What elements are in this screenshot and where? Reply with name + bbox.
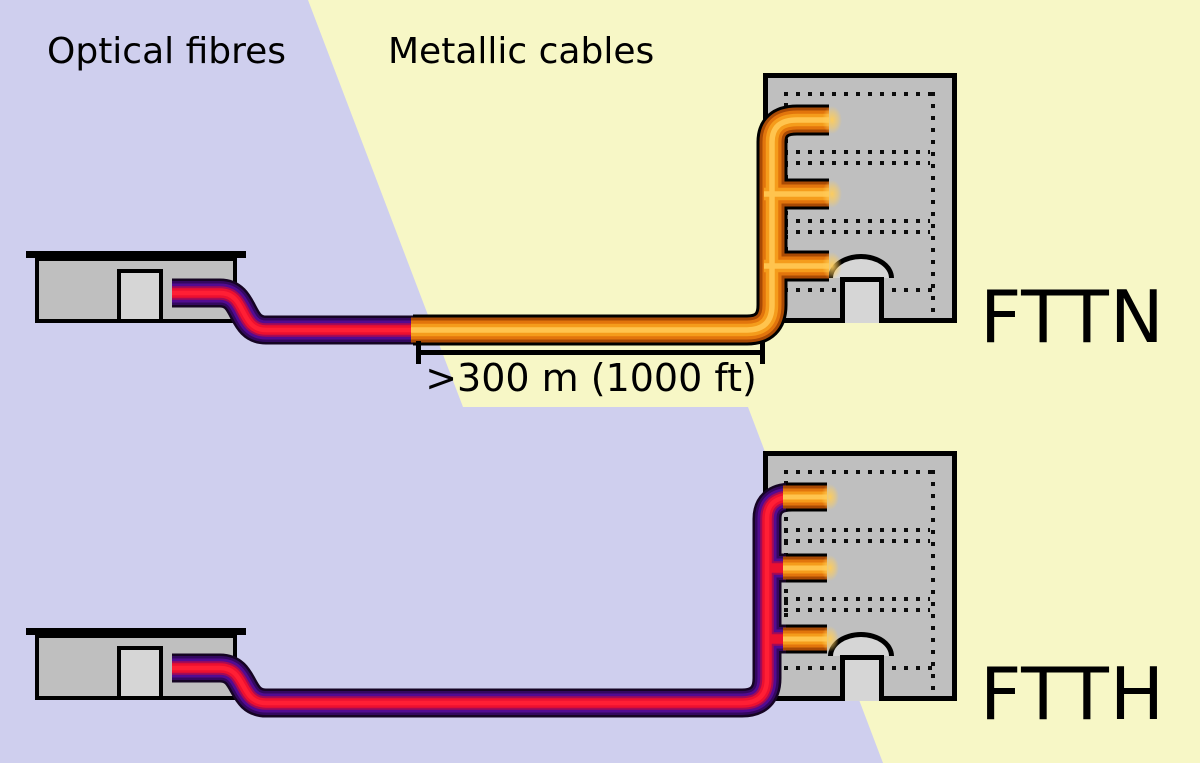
floor-dots [784,219,930,223]
apartment-building-ftth [763,451,957,701]
floor-dots [784,470,934,474]
entrance-door [840,655,884,701]
floor-dots [784,150,930,154]
node-cabinet-door [117,269,163,323]
node-cabinet-roof [26,251,246,258]
floor-dots [784,230,930,234]
wall-dots [784,103,788,281]
wall-dots [931,92,935,316]
entrance-arch [828,254,894,278]
floor-dots [784,539,930,543]
floor-dots [784,92,934,96]
entrance-arch [828,632,894,656]
ftth-label: FTTH [980,652,1165,736]
floor-dots [784,528,930,532]
apartment-building-fttn [763,73,957,323]
wall-dots [931,470,935,694]
node-cabinet-roof [26,628,246,635]
node-cabinet-door [117,646,163,700]
optical-fibres-region-label: Optical fibres [47,31,287,72]
floor-dots [784,597,930,601]
distance-bracket-tick-left [416,341,421,364]
metallic-cables-region-label: Metallic cables [388,31,655,72]
entrance-door [840,277,884,323]
floor-dots [784,608,930,612]
distance-label: >300 m (1000 ft) [425,356,757,400]
floor-dots [784,161,930,165]
wall-dots [784,481,788,659]
fttn-label: FTTN [980,275,1165,359]
ftth-fiber-cable [172,482,793,718]
distance-bracket-tick-right [760,341,765,364]
distance-bracket-line [418,350,764,355]
